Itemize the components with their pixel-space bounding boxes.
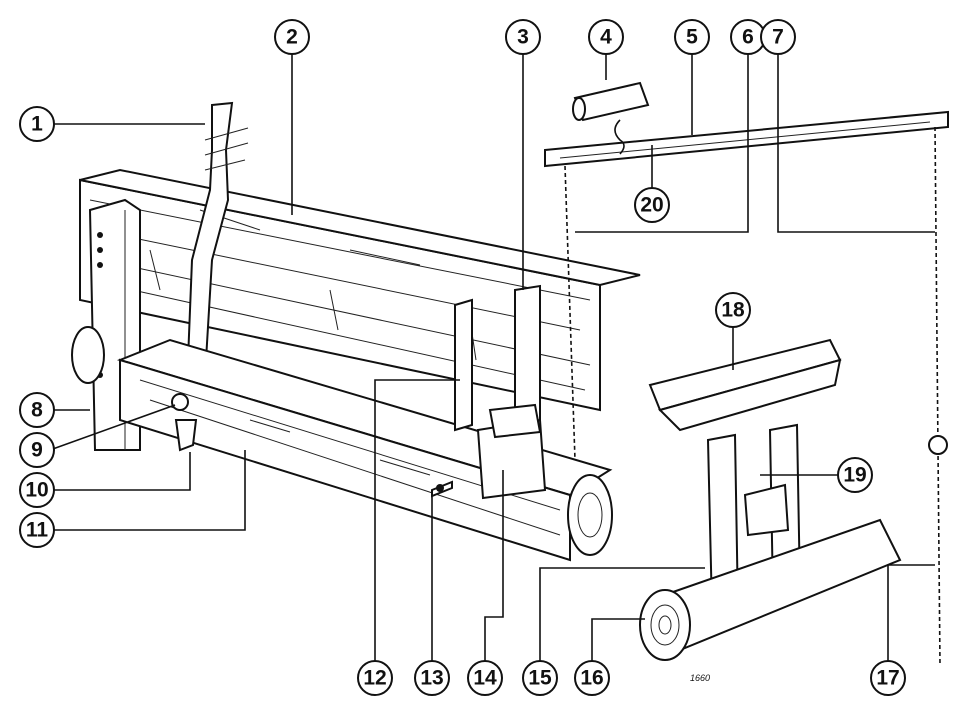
leader-lines [49,52,935,664]
callout-label: 15 [528,667,552,690]
callout-label: 10 [25,479,48,502]
callout-label: 20 [640,194,663,217]
callout-label: 11 [26,519,49,542]
callout-14: 14 [467,660,503,696]
weight-block [572,81,650,155]
callout-18: 18 [715,292,751,328]
callout-label: 3 [517,26,529,49]
callout-label: 5 [686,26,698,49]
front-fittings [431,284,547,500]
callout-3: 3 [505,19,541,55]
callout-label: 17 [876,667,899,690]
callout-17: 17 [870,660,906,696]
callout-6: 6 [730,19,766,55]
callout-10: 10 [19,472,55,508]
callout-1: 1 [19,106,55,142]
callout-label: 7 [772,26,784,49]
callout-15: 15 [522,660,558,696]
top-bar [544,110,949,666]
callout-label: 16 [580,667,603,690]
callout-13: 13 [414,660,450,696]
callout-19: 19 [837,457,873,493]
callout-label: 9 [31,439,43,462]
callout-4: 4 [588,19,624,55]
callout-label: 18 [721,299,745,322]
callout-label: 2 [286,26,298,49]
callout-20: 20 [634,187,670,223]
callout-label: 13 [420,667,443,690]
callout-label: 6 [742,26,754,49]
callout-8: 8 [19,392,55,428]
callout-label: 19 [843,464,866,487]
callout-7: 7 [760,19,796,55]
callout-16: 16 [574,660,610,696]
callout-label: 1 [31,113,43,136]
callout-12: 12 [357,660,393,696]
callout-label: 12 [363,667,386,690]
callout-2: 2 [274,19,310,55]
callout-label: 4 [600,26,612,49]
callout-label: 14 [473,667,497,690]
callout-label: 8 [31,399,43,422]
artist-signature: 1660 [690,673,710,683]
callout-11: 11 [19,512,55,548]
temple-assembly [639,338,902,661]
callout-9: 9 [19,432,55,468]
callout-5: 5 [674,19,710,55]
